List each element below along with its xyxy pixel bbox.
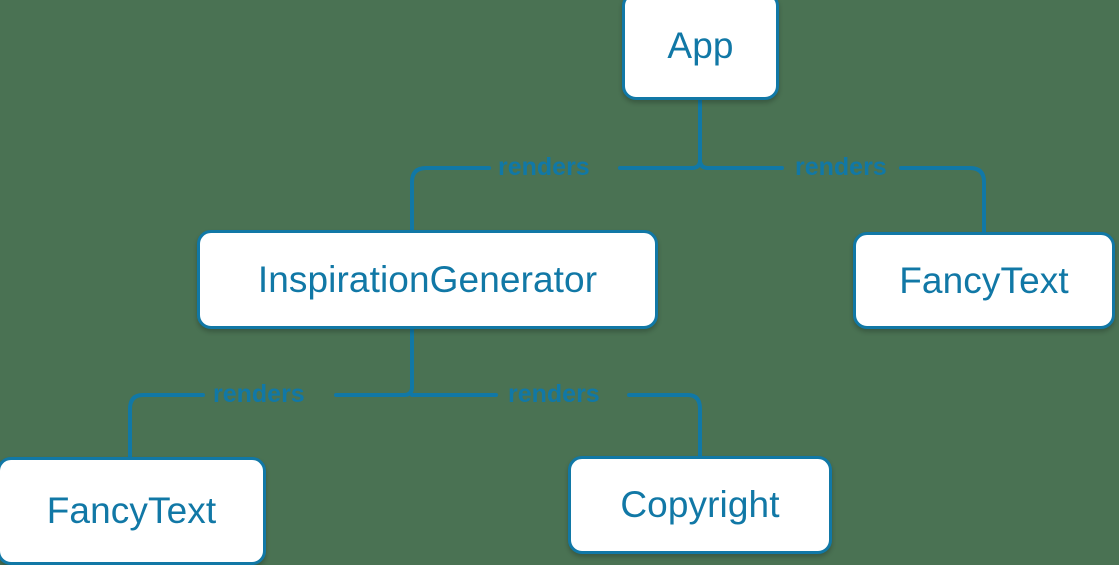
edge-app-to-inspiration [410, 166, 491, 232]
edge-label-app-to-fancytext: renders [795, 153, 887, 181]
node-app-label: App [667, 25, 734, 66]
node-copyright[interactable]: Copyright [568, 456, 832, 554]
edge-label-inspiration-generator-to-copyright: renders [508, 380, 600, 408]
edge-inspiration-to-copyright [627, 393, 702, 458]
node-inspiration-generator[interactable]: InspirationGenerator [197, 230, 658, 329]
edge-label-app-to-inspiration-generator: renders [498, 153, 590, 181]
node-copyright-label: Copyright [620, 484, 780, 525]
node-fancytext-right-label: FancyText [899, 259, 1069, 301]
edge-app-to-fancytext-right [899, 166, 986, 234]
edge-inspiration-to-fancytext-bottom [128, 393, 205, 459]
node-fancytext-bottom-left[interactable]: FancyText [0, 457, 266, 565]
edge-app-tee-left [618, 158, 702, 170]
edge-inspiration-tee-left [334, 385, 414, 397]
node-inspiration-generator-label: InspirationGenerator [257, 258, 598, 300]
edge-label-inspiration-generator-to-fancytext: renders [213, 380, 305, 408]
node-fancytext-right[interactable]: FancyText [853, 232, 1115, 329]
edge-app-tee-right [698, 158, 784, 170]
node-app[interactable]: App [622, 0, 779, 100]
node-fancytext-bottom-left-label: FancyText [46, 490, 217, 531]
